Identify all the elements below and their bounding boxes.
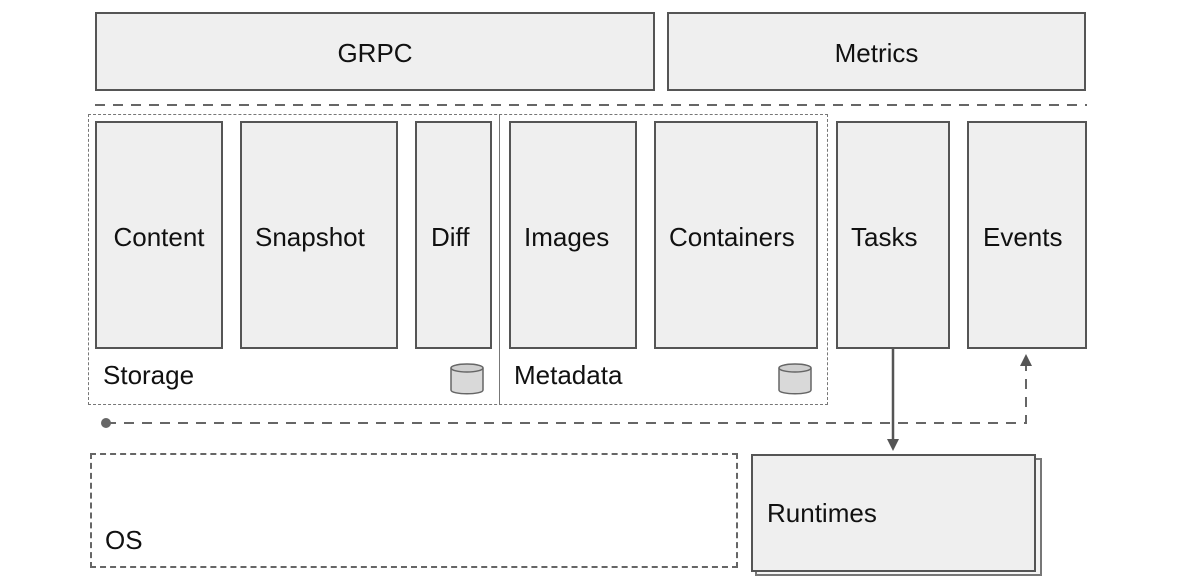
os-label: OS [105,525,143,555]
diff-box: Diff [415,121,492,349]
storage-metadata-divider [499,114,500,405]
snapshot-label: Snapshot [255,222,365,252]
grpc-box: GRPC [95,12,655,91]
os-box: OS [90,453,738,568]
storage-database-icon [450,363,484,395]
containers-label: Containers [669,222,795,252]
content-box: Content [95,121,223,349]
containers-box: Containers [654,121,818,349]
storage-label: Storage [103,360,195,390]
grpc-label: GRPC [337,38,413,68]
images-box: Images [509,121,637,349]
tasks-label: Tasks [851,222,918,252]
diff-label: Diff [431,222,470,252]
snapshot-box: Snapshot [240,121,398,349]
events-label: Events [983,222,1063,252]
metrics-label: Metrics [834,38,919,68]
runtimes-label: Runtimes [767,498,877,528]
tasks-box: Tasks [836,121,950,349]
images-label: Images [524,222,610,252]
runtimes-box: Runtimes [751,454,1036,572]
events-box: Events [967,121,1087,349]
event-line-start-dot [101,418,111,428]
metadata-database-icon [778,363,812,395]
metrics-box: Metrics [667,12,1086,91]
content-label: Content [113,222,205,252]
metadata-label: Metadata [514,360,623,390]
